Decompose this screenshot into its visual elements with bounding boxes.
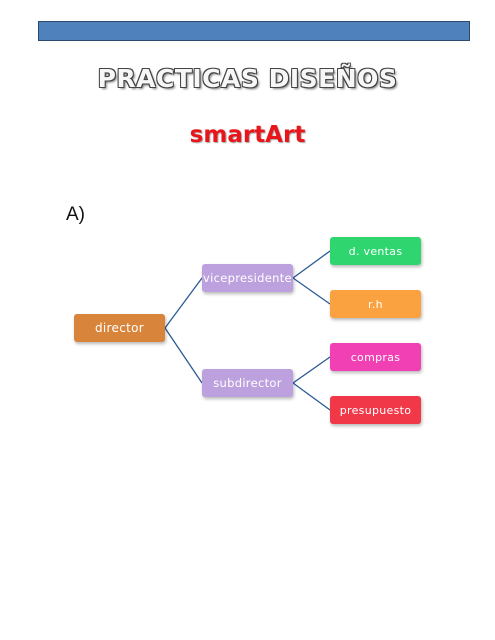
- page-title: PRACTICAS DISEÑOS: [97, 64, 398, 93]
- connector-director-vicepresidente: [164, 277, 203, 329]
- header-bar: [38, 21, 470, 41]
- node-rh: r.h: [330, 290, 421, 318]
- node-d-ventas: d. ventas: [330, 237, 421, 265]
- connector-subdirector-compras: [292, 356, 331, 384]
- connector-vicepresidente-dventas: [292, 250, 331, 279]
- page-subtitle: smartArt: [189, 122, 306, 148]
- node-director: director: [74, 314, 165, 342]
- node-compras: compras: [330, 343, 421, 371]
- node-vicepresidente: vicepresidente: [202, 264, 293, 292]
- node-subdirector: subdirector: [202, 369, 293, 397]
- section-label: A): [66, 204, 85, 225]
- connector-subdirector-presupuesto: [292, 382, 331, 411]
- connector-vicepresidente-rh: [292, 277, 331, 305]
- connector-director-subdirector: [164, 327, 203, 384]
- node-presupuesto: presupuesto: [330, 396, 421, 424]
